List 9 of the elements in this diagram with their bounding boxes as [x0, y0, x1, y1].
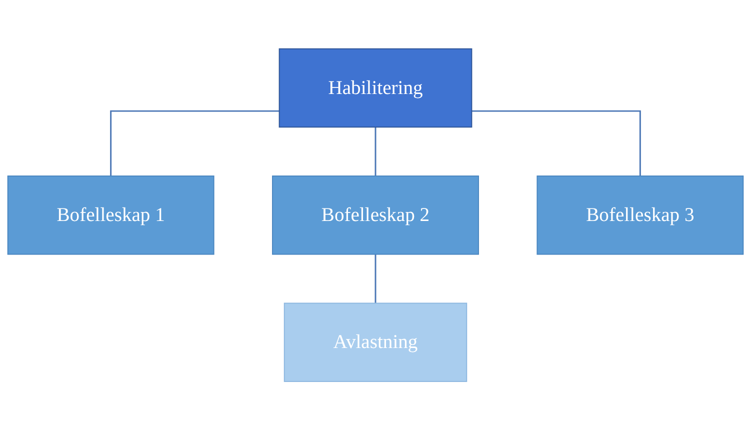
- connector: [110, 110, 280, 176]
- node-box: Bofelleskap 2: [272, 175, 479, 255]
- connector: [374, 253, 376, 304]
- connector: [472, 110, 641, 176]
- node-box: Bofelleskap 3: [536, 175, 744, 255]
- node-box: Habilitering: [278, 48, 472, 128]
- node-box: Bofelleskap 1: [7, 175, 214, 255]
- connector: [374, 126, 376, 176]
- node-box: Avlastning: [284, 302, 468, 382]
